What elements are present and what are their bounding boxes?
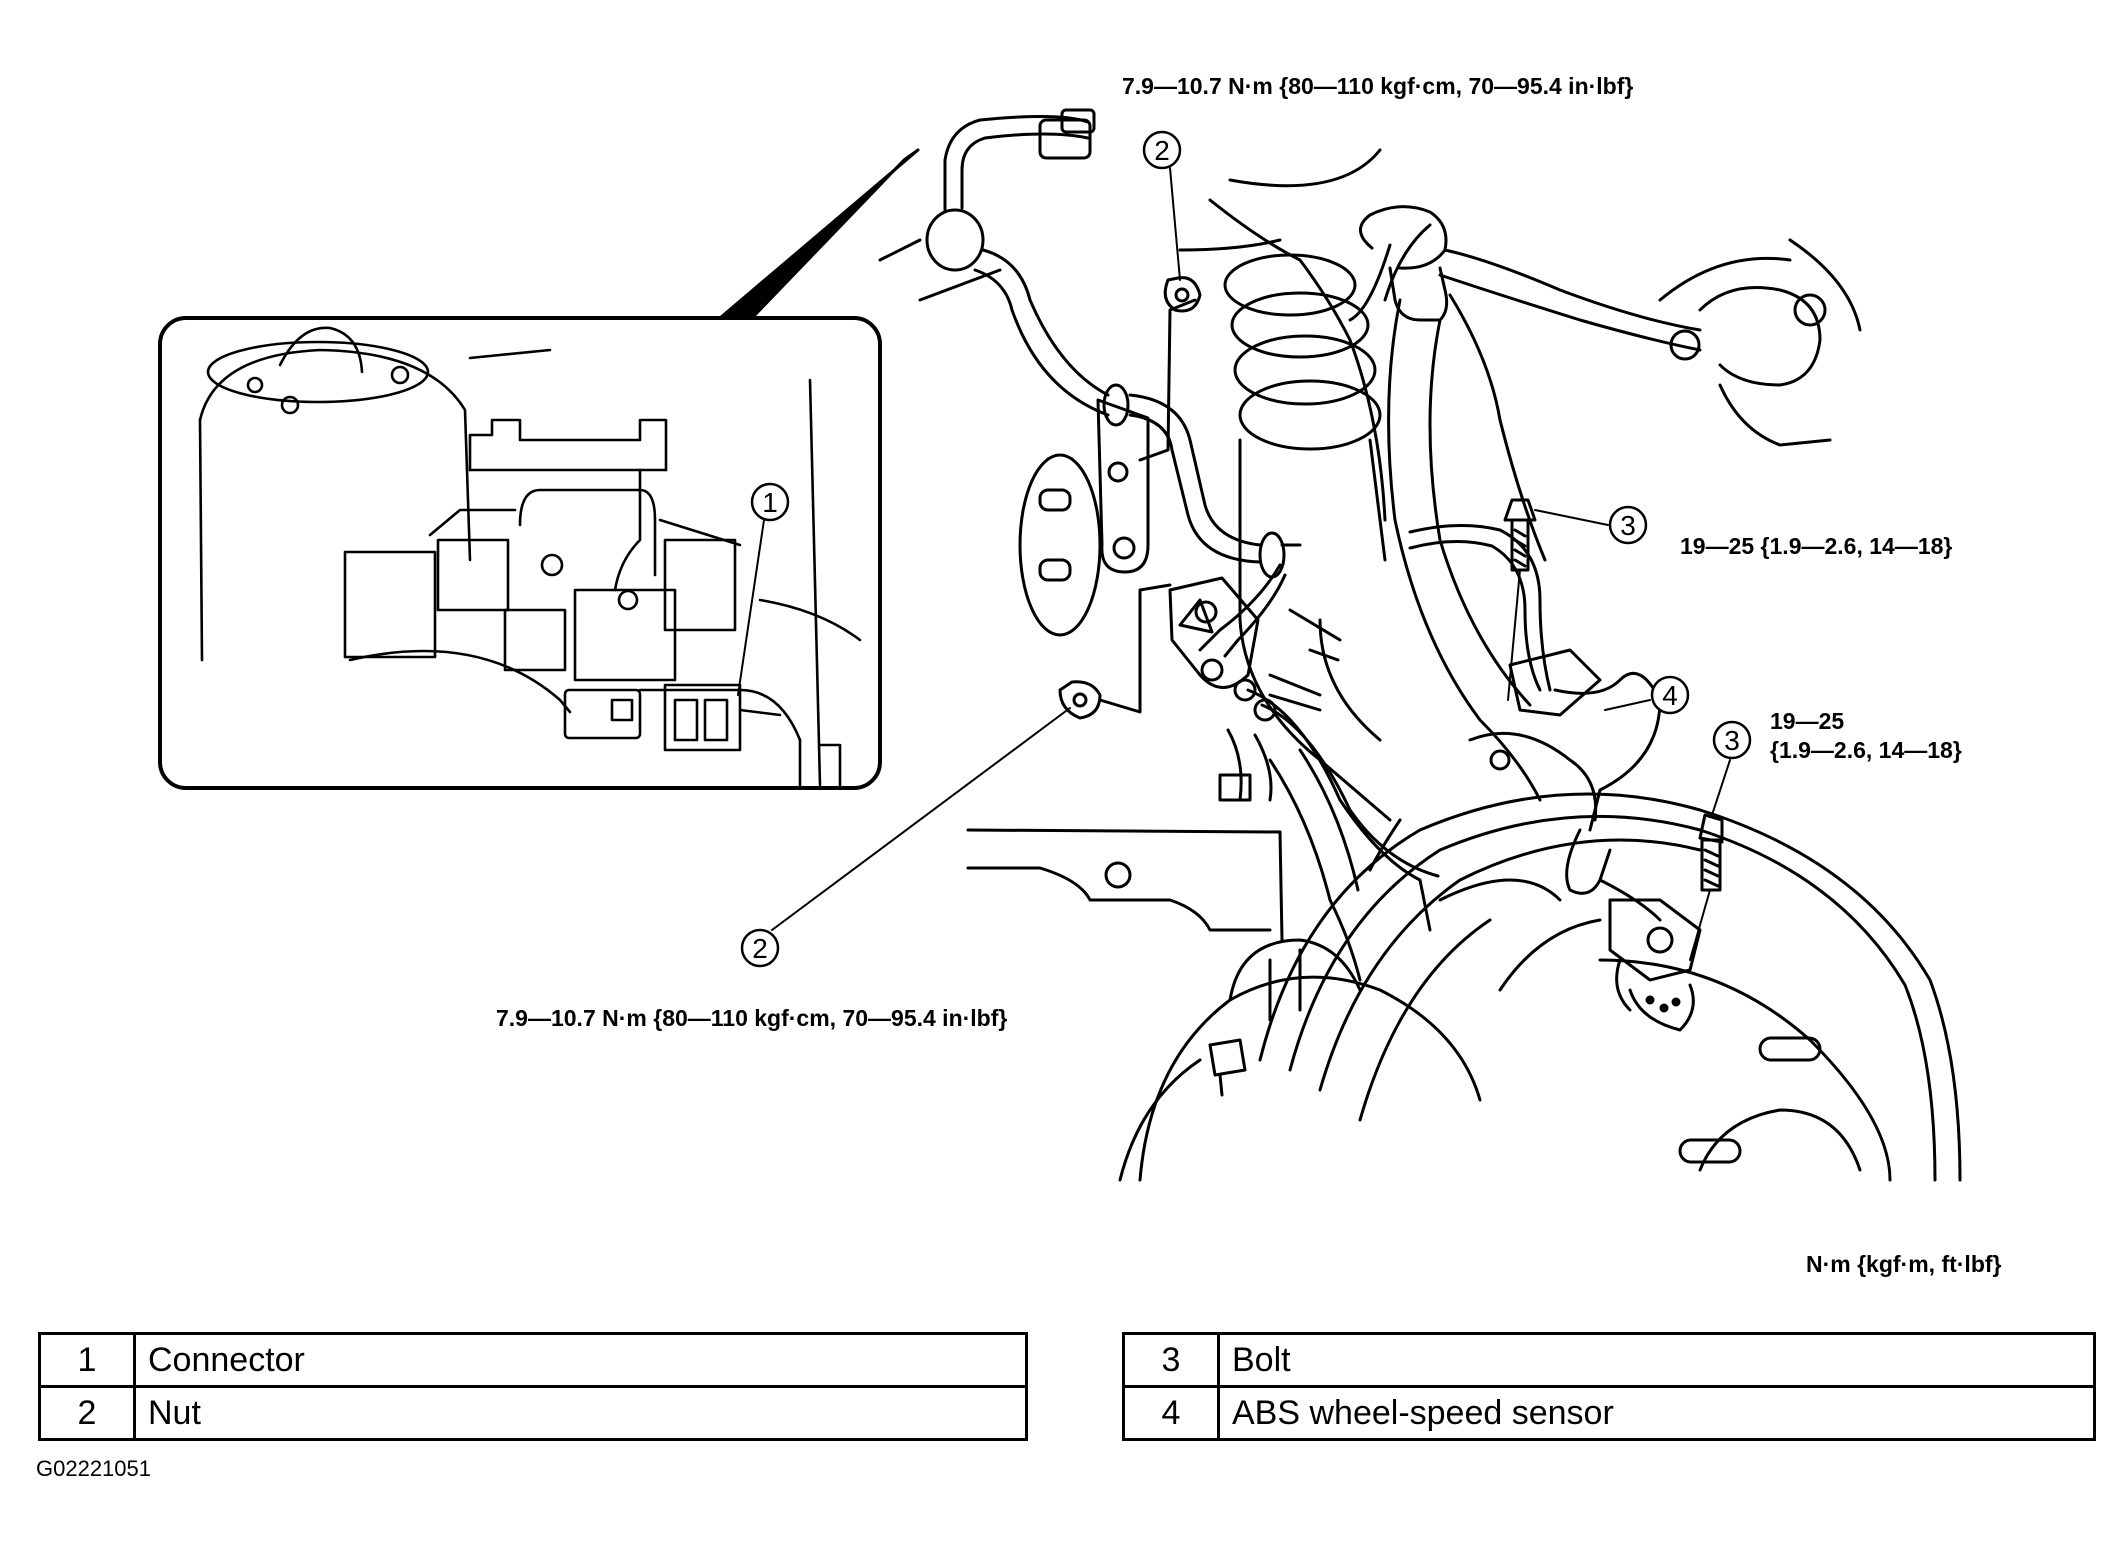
- nut-upper: [1138, 276, 1202, 462]
- torque-lower-bolt-line2: {1.9—2.6, 14—18}: [1770, 736, 1962, 763]
- callout-3-upper: 3: [1534, 505, 1648, 545]
- bolt-lower: [1689, 813, 1724, 961]
- table-row: 3 Bolt: [1122, 1332, 2096, 1388]
- table-row: 1 Connector: [38, 1332, 1028, 1388]
- torque-lower-bolt-line1: 19—25: [1770, 708, 1845, 734]
- sensor-cable: [1368, 524, 1662, 872]
- parts-table-right: 3 Bolt 4 ABS wheel-speed sensor: [1122, 1332, 2096, 1441]
- knuckle-arm: [1348, 243, 1547, 802]
- table-row: 2 Nut: [38, 1385, 1028, 1441]
- inset-frame: [158, 316, 882, 790]
- table-row: 4 ABS wheel-speed sensor: [1122, 1385, 2096, 1441]
- body-panel: [878, 238, 1284, 942]
- sensor-harness: [925, 108, 1440, 932]
- parts-table-left: 1 Connector 2 Nut: [38, 1332, 1028, 1441]
- svg-text:3: 3: [1620, 510, 1636, 541]
- bolt-upper: [1503, 498, 1537, 701]
- svg-text:2: 2: [752, 933, 768, 964]
- part-number: 1: [38, 1332, 136, 1388]
- callout-1: 1: [737, 482, 790, 696]
- callout-3-lower: 3: [1711, 720, 1752, 816]
- torque-lower-nut: 7.9—10.7 N·m {80—110 kgf·cm, 70—95.4 in·…: [496, 1005, 1008, 1031]
- svg-text:3: 3: [1724, 725, 1740, 756]
- callout-2-upper: 2: [1142, 130, 1182, 281]
- part-number: 2: [38, 1385, 136, 1441]
- part-number: 4: [1122, 1385, 1220, 1441]
- part-name: ABS wheel-speed sensor: [1217, 1385, 2096, 1441]
- callout-4: 4: [1604, 675, 1690, 715]
- brake-caliper: [1118, 748, 1602, 1182]
- part-name: Bolt: [1217, 1332, 2096, 1388]
- torque-lower-bolt: 19—25 {1.9—2.6, 14—18}: [1770, 707, 1962, 765]
- callout-2-lower: 2: [740, 707, 1071, 968]
- part-name: Nut: [133, 1385, 1028, 1441]
- torque-upper-nut: 7.9—10.7 N·m {80—110 kgf·cm, 70—95.4 in·…: [1122, 73, 1634, 99]
- wheel-speed-sensor: [1565, 828, 1702, 1032]
- part-number: 3: [1122, 1332, 1220, 1388]
- torque-upper-bolt: 19—25 {1.9—2.6, 14—18}: [1680, 533, 1953, 559]
- upper-arm: [1228, 148, 1862, 447]
- torque-units: N·m {kgf·m, ft·lbf}: [1806, 1251, 2002, 1277]
- part-name: Connector: [133, 1332, 1028, 1388]
- brake-disc: [1258, 792, 1962, 1182]
- svg-text:2: 2: [1154, 135, 1170, 166]
- svg-text:4: 4: [1662, 680, 1678, 711]
- suspension-strut: [1178, 198, 1432, 822]
- figure-id: G02221051: [36, 1456, 151, 1481]
- svg-text:1: 1: [762, 487, 778, 518]
- inset-detail: [198, 326, 862, 787]
- inset-pointer: [718, 148, 920, 320]
- nut-lower: [1058, 583, 1172, 720]
